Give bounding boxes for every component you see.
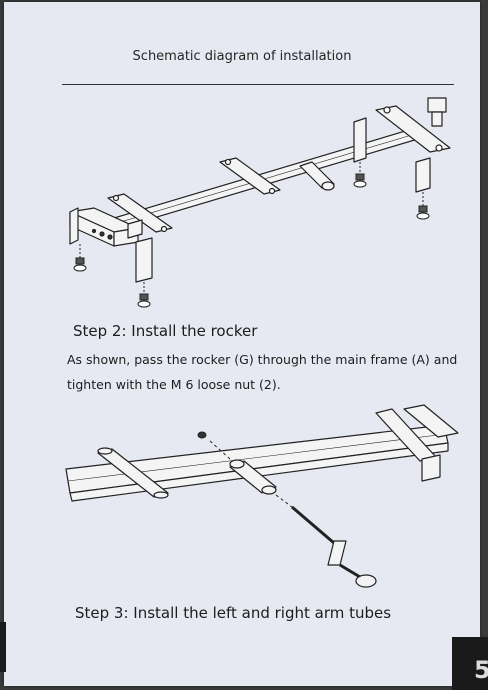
page-number: 5 [474,656,488,684]
step-2-instruction-line-1: As shown, pass the rocker (G) through th… [67,352,458,367]
step-3-heading: Step 3: Install the left and right arm t… [75,604,392,622]
manual-page: Schematic diagram of installation [4,2,480,686]
page-corner-tab [452,637,488,690]
frame-assembly-diagram [69,97,451,308]
page-title: Schematic diagram of installation [132,49,352,64]
rocker-install-diagram [65,404,459,588]
step-2-instruction-line-2: tighten with the M 6 loose nut (2). [67,377,281,392]
step-2-heading: Step 2: Install the rocker [73,322,258,340]
title-divider [62,84,454,85]
binder-edge [0,622,6,672]
